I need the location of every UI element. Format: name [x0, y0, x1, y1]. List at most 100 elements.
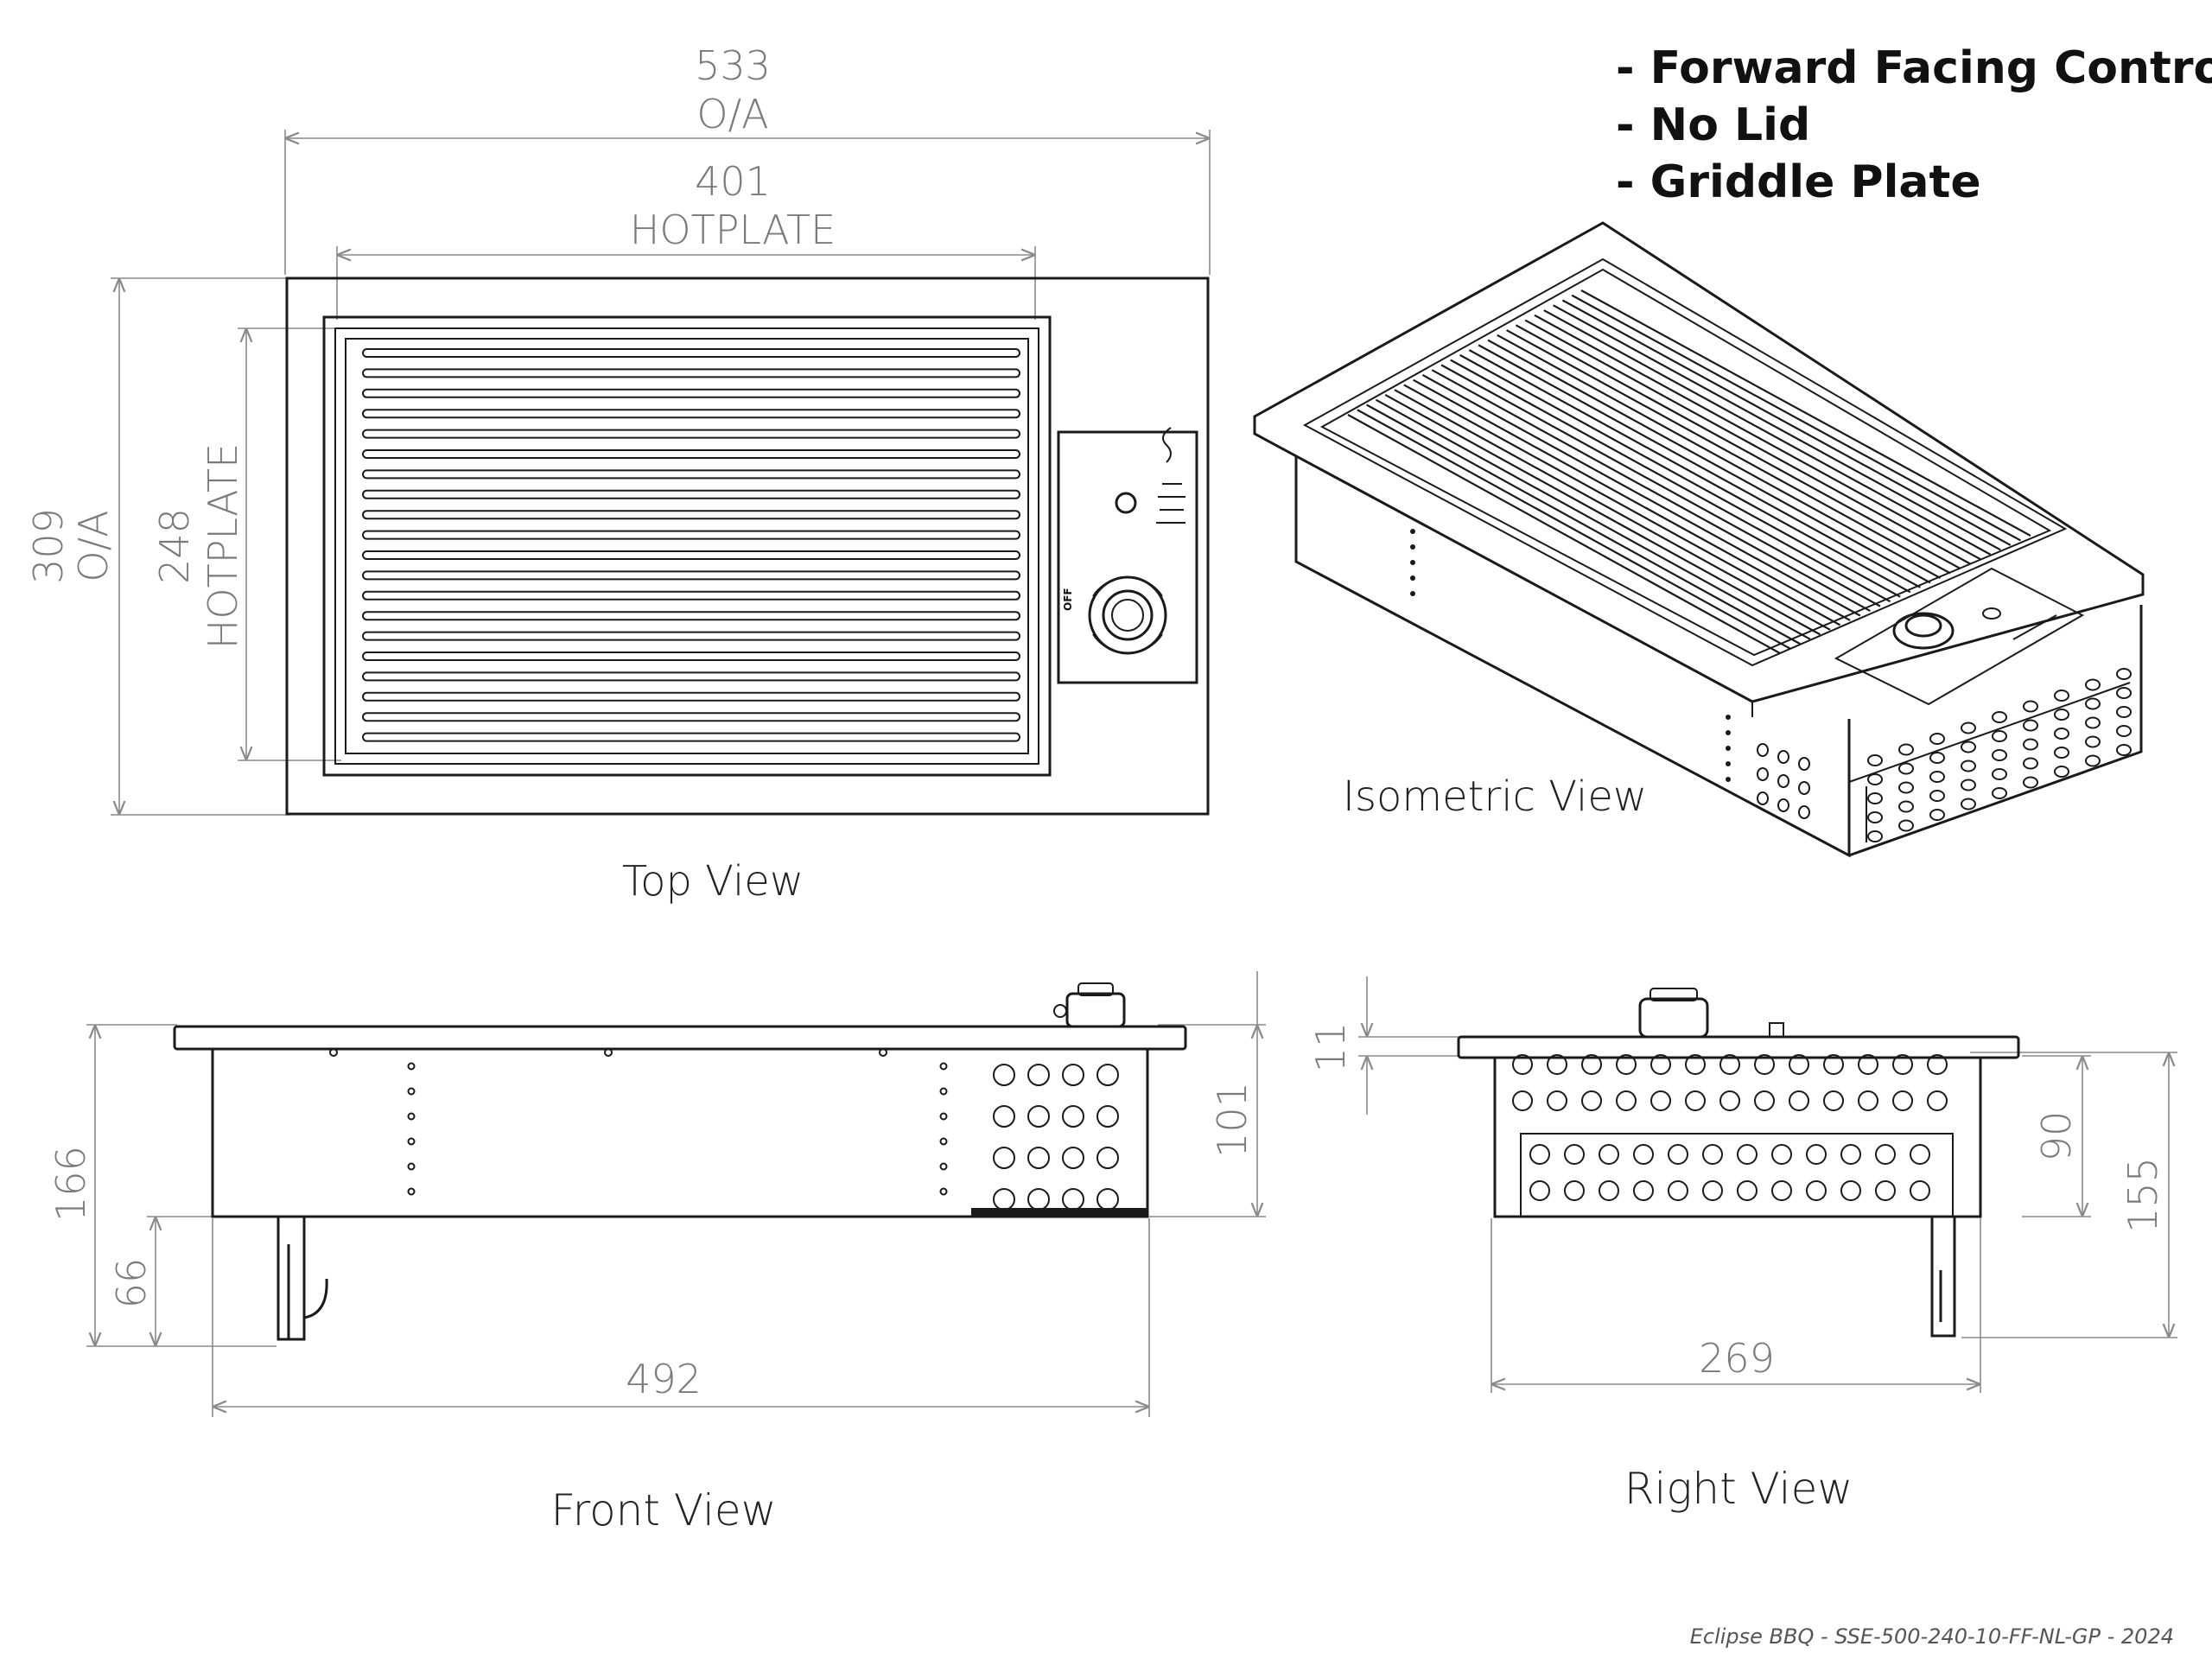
griddle-rib: [362, 469, 1020, 480]
dim-front-body-height: 101: [1209, 1082, 1255, 1158]
right-vent-hole: [1771, 1144, 1792, 1165]
iso-side-vent-hole: [1777, 798, 1789, 812]
iso-rib: [1561, 299, 2012, 546]
iso-rib: [1571, 294, 2021, 542]
iso-vent-hole: [2085, 678, 2101, 691]
dim-overall-depth: 309: [25, 508, 72, 584]
iso-vent-hole: [2085, 754, 2101, 767]
right-vent-hole: [1668, 1180, 1688, 1201]
right-vent-hole: [1823, 1054, 1844, 1075]
front-dot: [939, 1087, 948, 1096]
iso-rib: [1459, 353, 1901, 598]
front-dot: [939, 1187, 948, 1196]
dim-front-leg-height: 66: [108, 1258, 155, 1309]
iso-vent-hole: [2085, 716, 2101, 729]
front-dot: [939, 1162, 948, 1171]
iso-side-vent-hole: [1777, 774, 1789, 788]
note-forward-facing-controls: - Forward Facing Controls: [1616, 42, 2212, 94]
iso-vent-hole: [2054, 709, 2069, 721]
griddle-rib: [362, 611, 1020, 621]
right-vent-hole: [1668, 1144, 1688, 1165]
front-vent-hole: [993, 1188, 1015, 1211]
right-vent-hole: [1599, 1144, 1619, 1165]
iso-vent-hole: [1929, 733, 1945, 745]
right-vent-hole: [1910, 1144, 1930, 1165]
iso-vent-hole: [2116, 687, 2132, 699]
iso-rib: [1357, 409, 1791, 650]
iso-rib: [1413, 378, 1851, 621]
dim-right-body-height: 90: [2033, 1111, 2080, 1162]
iso-rib: [1506, 329, 1951, 575]
iso-front-side: [1848, 605, 2143, 857]
iso-side-vent-hole: [1757, 767, 1769, 781]
griddle-rib: [362, 510, 1020, 520]
right-vent-hole: [1806, 1144, 1827, 1165]
griddle-rib: [362, 712, 1020, 722]
right-vent-hole: [1840, 1180, 1861, 1201]
iso-vent-hole: [1961, 741, 1976, 753]
iso-rib: [1553, 304, 2001, 551]
right-vent-holes: [1512, 1054, 1948, 1201]
iso-vent-hole: [2023, 757, 2038, 770]
griddle-rib: [362, 409, 1020, 419]
iso-side-vent-hole: [1798, 757, 1810, 771]
front-vent-hole: [993, 1064, 1015, 1086]
right-vent-hole: [1737, 1180, 1758, 1201]
iso-vent-hole: [2085, 735, 2101, 748]
iso-vent-holes: [1757, 668, 2132, 842]
iso-vent-hole: [1992, 768, 2007, 780]
iso-rib: [1384, 393, 1821, 636]
iso-rib: [1431, 369, 1871, 613]
griddle-rib: [362, 590, 1020, 601]
front-vent-hole: [1062, 1147, 1084, 1169]
right-vent-hole: [1806, 1180, 1827, 1201]
front-dot: [939, 1112, 948, 1121]
front-vent-hole: [1027, 1105, 1050, 1128]
griddle-rib: [362, 671, 1020, 682]
iso-rib: [1534, 314, 1981, 561]
top-view-frame: [285, 276, 1210, 816]
right-vent-hole: [1892, 1054, 1913, 1075]
dim-right-total-height: 155: [2120, 1157, 2166, 1233]
dim-front-total-height: 166: [48, 1146, 94, 1222]
dim-right-width: 269: [1699, 1335, 1775, 1382]
right-knob: [1638, 997, 1709, 1039]
iso-rib: [1347, 414, 1781, 654]
iso-vent-hole: [2023, 738, 2038, 751]
right-vent-hole: [1789, 1054, 1809, 1075]
iso-vent-hole: [2023, 719, 2038, 732]
iso-vent-hole: [1961, 760, 1976, 772]
front-knob: [1065, 992, 1126, 1028]
right-vent-hole: [1702, 1180, 1723, 1201]
isometric-view: [1253, 221, 2145, 858]
right-vent-hole: [1789, 1090, 1809, 1111]
griddle-ribs: [362, 348, 1020, 742]
iso-vent-hole: [1898, 743, 1914, 756]
front-vent-hole: [1096, 1147, 1119, 1169]
iso-side-vent-hole: [1798, 781, 1810, 795]
right-vent-hole: [1564, 1180, 1585, 1201]
iso-rib: [1440, 364, 1881, 607]
top-view-hotplate-outer: [322, 315, 1052, 777]
dim-hotplate-depth: 248: [151, 508, 198, 584]
right-vent-hole: [1685, 1090, 1706, 1111]
label-isometric-view: Isometric View: [1343, 772, 1647, 821]
right-vent-hole: [1858, 1054, 1878, 1075]
iso-side-vent-hole: [1757, 743, 1769, 757]
iso-rib: [1450, 359, 1891, 603]
right-vent-hole: [1702, 1144, 1723, 1165]
iso-rib: [1543, 309, 1992, 556]
front-view: 166 66 101 492: [48, 971, 1266, 1417]
right-vent-hole: [1581, 1090, 1602, 1111]
griddle-rib: [362, 388, 1020, 398]
front-dot: [939, 1062, 948, 1071]
front-dot: [407, 1162, 416, 1171]
front-vent-hole: [1027, 1064, 1050, 1086]
dim-right-top-thickness: 11: [1307, 1022, 1354, 1073]
iso-dot: [1410, 575, 1415, 581]
front-dot: [879, 1048, 887, 1057]
label-right-view: Right View: [1624, 1464, 1853, 1514]
iso-vent-hole: [1867, 773, 1883, 785]
iso-vent-hole: [1898, 762, 1914, 775]
iso-vent-hole: [1992, 787, 2007, 799]
